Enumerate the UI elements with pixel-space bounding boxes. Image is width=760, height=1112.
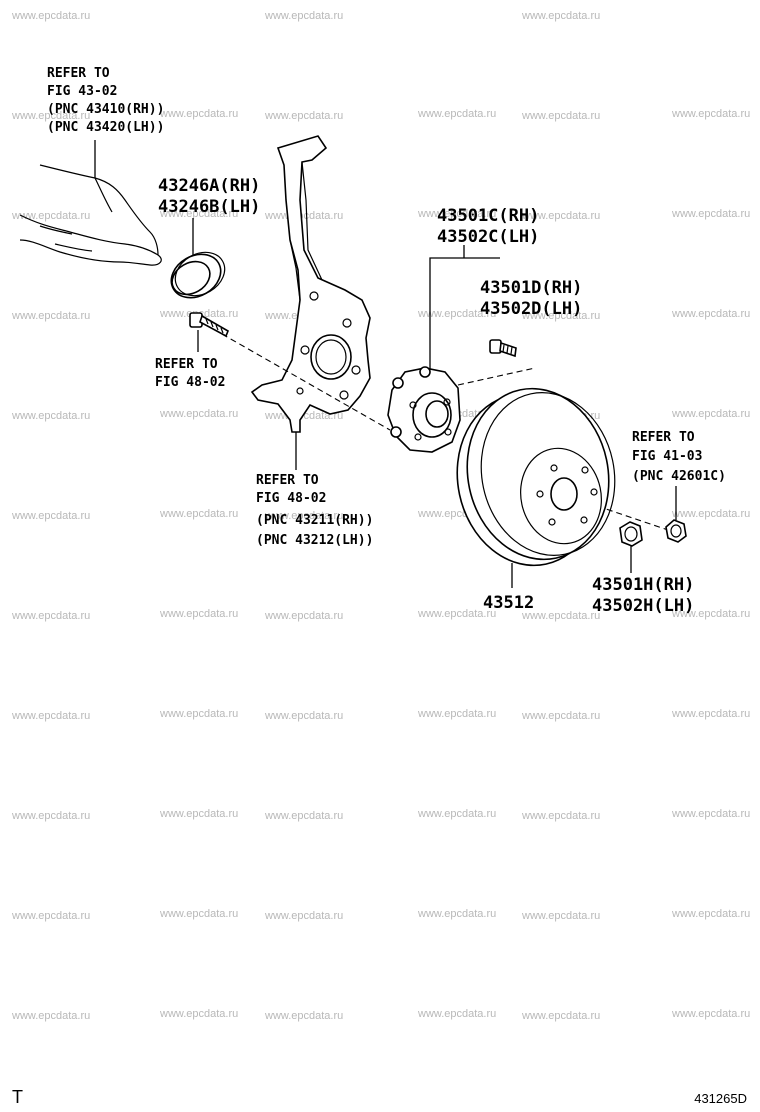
- watermark-text: www.epcdata.ru: [521, 610, 600, 622]
- watermark-text: www.epcdata.ru: [159, 108, 238, 120]
- label-ref-43-02-line2: FIG 43-02: [47, 84, 117, 99]
- label-hub-bolt-rh: 43501D(RH): [480, 278, 582, 298]
- watermark-text: www.epcdata.ru: [11, 310, 90, 322]
- watermark-text: www.epcdata.ru: [417, 308, 496, 320]
- watermark-text: www.epcdata.ru: [264, 110, 343, 122]
- watermark-text: www.epcdata.ru: [521, 310, 600, 322]
- watermark-text: www.epcdata.ru: [11, 610, 90, 622]
- watermark-text: www.epcdata.ru: [159, 508, 238, 520]
- watermark-text: www.epcdata.ru: [671, 208, 750, 220]
- watermark-text: www.epcdata.ru: [11, 910, 90, 922]
- watermark-text: www.epcdata.ru: [521, 910, 600, 922]
- watermark-text: www.epcdata.ru: [264, 210, 343, 222]
- label-hub-lh: 43502C(LH): [437, 227, 539, 247]
- watermark-text: www.epcdata.ru: [159, 408, 238, 420]
- watermark-text: www.epcdata.ru: [671, 508, 750, 520]
- watermark-text: www.epcdata.ru: [671, 608, 750, 620]
- watermark-text: www.epcdata.ru: [521, 110, 600, 122]
- label-seal-rh: 43246A(RH): [158, 176, 260, 196]
- watermark-text: www.epcdata.ru: [11, 810, 90, 822]
- hand-pointer-icon: [19, 164, 162, 266]
- watermark-text: www.epcdata.ru: [11, 410, 90, 422]
- hub-bolt: [489, 339, 517, 358]
- watermark-text: www.epcdata.ru: [417, 108, 496, 120]
- watermark-text: www.epcdata.ru: [521, 710, 600, 722]
- seal-ring: [170, 251, 226, 299]
- watermark-text: www.epcdata.ru: [159, 608, 238, 620]
- watermark-text: www.epcdata.ru: [417, 908, 496, 920]
- watermark-text: www.epcdata.ru: [264, 10, 343, 22]
- label-ref-43-02-line3: (PNC 43410(RH)): [47, 102, 164, 117]
- hub-nut: [619, 521, 643, 547]
- steering-knuckle: [250, 135, 371, 433]
- label-ref-48-02-knuckle-line4: (PNC 43212(LH)): [256, 533, 373, 548]
- watermark-text: www.epcdata.ru: [264, 510, 343, 522]
- watermark-text: www.epcdata.ru: [11, 10, 90, 22]
- label-ref-48-02-bolt-line1: REFER TO: [155, 357, 218, 372]
- watermark-text: www.epcdata.ru: [159, 708, 238, 720]
- label-ref-48-02-knuckle-line1: REFER TO: [256, 473, 319, 488]
- hub-bearing-assembly: [387, 366, 461, 453]
- label-ref-41-03-line3: (PNC 42601C): [632, 469, 726, 484]
- axis-line-hub-bolt: [457, 367, 536, 386]
- watermark-layer: www.epcdata.ru www.epcdata.ru www.epcdata.…: [11, 10, 750, 1022]
- watermark-text: www.epcdata.ru: [159, 908, 238, 920]
- watermark-text: www.epcdata.ru: [671, 1008, 750, 1020]
- knuckle-bolt: [189, 312, 230, 338]
- watermark-text: www.epcdata.ru: [671, 408, 750, 420]
- watermark-text: www.epcdata.ru: [11, 210, 90, 222]
- watermark-text: www.epcdata.ru: [671, 308, 750, 320]
- watermark-text: www.epcdata.ru: [521, 10, 600, 22]
- watermark-text: www.epcdata.ru: [264, 910, 343, 922]
- watermark-text: www.epcdata.ru: [11, 110, 90, 122]
- label-seal-lh: 43246B(LH): [158, 197, 260, 217]
- brake-disc-rotor: [456, 387, 616, 567]
- watermark-text: www.epcdata.ru: [521, 1010, 600, 1022]
- label-ref-43-02-line4: (PNC 43420(LH)): [47, 120, 164, 135]
- footer-figure-id: 431265D: [694, 1091, 747, 1106]
- watermark-text: www.epcdata.ru: [159, 208, 238, 220]
- label-ref-41-03-line1: REFER TO: [632, 430, 695, 445]
- watermark-text: www.epcdata.ru: [264, 1010, 343, 1022]
- label-disc: 43512: [483, 593, 534, 613]
- watermark-text: www.epcdata.ru: [11, 710, 90, 722]
- watermark-text: www.epcdata.ru: [417, 808, 496, 820]
- label-ref-48-02-knuckle-line3: (PNC 43211(RH)): [256, 513, 373, 528]
- watermark-text: www.epcdata.ru: [521, 210, 600, 222]
- axis-line-knuckle-hub: [221, 333, 391, 431]
- footer-code-left: T: [12, 1087, 23, 1107]
- watermark-text: www.epcdata.ru: [264, 710, 343, 722]
- label-ref-48-02-bolt-line2: FIG 48-02: [155, 375, 225, 390]
- watermark-text: www.epcdata.ru: [264, 810, 343, 822]
- label-ref-43-02-line1: REFER TO: [47, 66, 110, 81]
- label-nut-rh: 43501H(RH): [592, 575, 694, 595]
- label-nut-lh: 43502H(LH): [592, 596, 694, 616]
- watermark-text: www.epcdata.ru: [159, 808, 238, 820]
- watermark-text: www.epcdata.ru: [671, 908, 750, 920]
- watermark-text: www.epcdata.ru: [264, 610, 343, 622]
- watermark-text: www.epcdata.ru: [671, 708, 750, 720]
- label-hub-rh: 43501C(RH): [437, 206, 539, 226]
- watermark-text: www.epcdata.ru: [671, 108, 750, 120]
- watermark-text: www.epcdata.ru: [11, 1010, 90, 1022]
- watermark-text: www.epcdata.ru: [417, 608, 496, 620]
- wheel-nut: [665, 519, 687, 543]
- watermark-text: www.epcdata.ru: [671, 808, 750, 820]
- label-ref-48-02-knuckle-line2: FIG 48-02: [256, 491, 326, 506]
- label-ref-41-03-line2: FIG 41-03: [632, 449, 702, 464]
- watermark-text: www.epcdata.ru: [417, 708, 496, 720]
- watermark-text: www.epcdata.ru: [417, 1008, 496, 1020]
- leader-hub: [429, 245, 500, 370]
- watermark-text: www.epcdata.ru: [521, 810, 600, 822]
- label-hub-bolt-lh: 43502D(LH): [480, 299, 582, 319]
- watermark-text: www.epcdata.ru: [11, 510, 90, 522]
- watermark-text: www.epcdata.ru: [417, 208, 496, 220]
- watermark-text: www.epcdata.ru: [159, 1008, 238, 1020]
